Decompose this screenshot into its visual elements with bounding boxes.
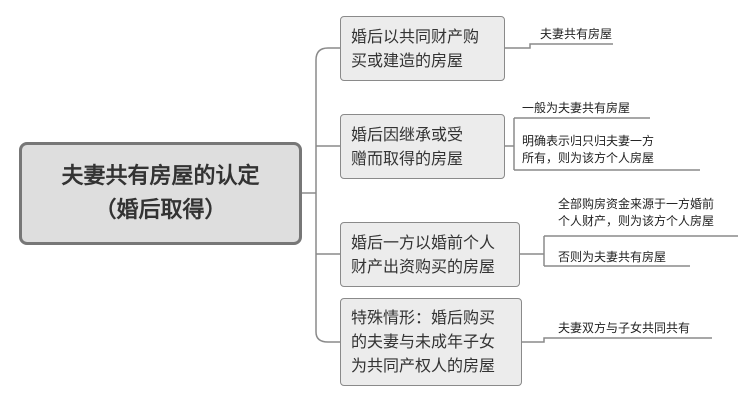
branch-label: 婚后因继承或受 赠而取得的房屋 bbox=[351, 124, 464, 168]
leaf-explicit-one-party: 明确表示归只归夫妻一方 所有，则为该方个人房屋 bbox=[522, 134, 655, 165]
root-node: 夫妻共有房屋的认定 （婚后取得） bbox=[19, 142, 302, 245]
leaf-generally-joint: 一般为夫妻共有房屋 bbox=[522, 101, 631, 115]
root-title-line1: 夫妻共有房屋的认定 bbox=[61, 163, 260, 189]
root-title-line2: （婚后取得） bbox=[94, 197, 227, 223]
branch-inheritance-gift: 婚后因继承或受 赠而取得的房屋 bbox=[340, 114, 505, 179]
branch-label: 特殊情形：婚后购买 的夫妻与未成年子女 为共同产权人的房屋 bbox=[351, 308, 496, 375]
leaf-joint-owned: 夫妻共有房屋 bbox=[540, 27, 613, 41]
branch-special-case: 特殊情形：婚后购买 的夫妻与未成年子女 为共同产权人的房屋 bbox=[340, 298, 522, 386]
leaf-co-owned-with-children: 夫妻双方与子女共同共有 bbox=[558, 321, 691, 335]
branch-joint-property-purchase: 婚后以共同财产购 买或建造的房屋 bbox=[340, 16, 505, 81]
branch-premarital-funds: 婚后一方以婚前个人 财产出资购买的房屋 bbox=[340, 222, 520, 287]
branch-label: 婚后以共同财产购 买或建造的房屋 bbox=[351, 26, 480, 70]
leaf-otherwise-joint: 否则为夫妻共有房屋 bbox=[558, 250, 667, 264]
branch-label: 婚后一方以婚前个人 财产出资购买的房屋 bbox=[351, 232, 496, 276]
leaf-all-premarital-funds: 全部购房资金来源于一方婚前 个人财产，则为该方个人房屋 bbox=[558, 197, 715, 228]
